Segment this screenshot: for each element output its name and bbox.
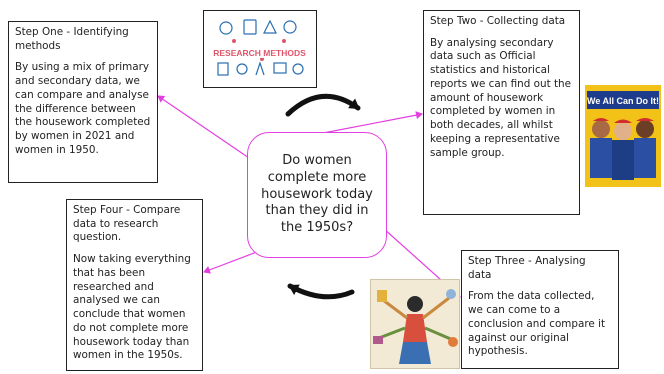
we-can-do-it-poster: We All Can Do It! (585, 85, 661, 187)
step-one-body: By using a mix of primary and secondary … (15, 61, 151, 156)
poster-label: We All Can Do It! (587, 96, 659, 106)
step-three-body: From the data collected, we can come to … (468, 290, 606, 358)
research-methods-image: RESEARCH METHODS (203, 10, 317, 88)
step-two-body: By analysing secondary data such as Offi… (430, 36, 572, 159)
step-four-title: Step Four - Compare data to research que… (73, 204, 181, 244)
step-one-title: Step One - Identifying methods (15, 26, 129, 52)
connector-step-one (157, 95, 253, 161)
connector-step-two (317, 111, 423, 135)
housework-illustration (370, 279, 460, 369)
research-methods-label: RESEARCH METHODS (213, 48, 306, 58)
central-question-text: Do women complete more housework today t… (261, 153, 373, 235)
step-three-box: Step Three - Analysing data From the dat… (461, 250, 619, 369)
step-three-title: Step Three - Analysing data (468, 255, 586, 281)
step-one-box: Step One - Identifying methods By using … (8, 21, 158, 183)
central-question-box: Do women complete more housework today t… (247, 132, 387, 258)
step-two-title: Step Two - Collecting data (430, 15, 566, 27)
step-four-box: Step Four - Compare data to research que… (66, 199, 203, 371)
step-two-box: Step Two - Collecting data By analysing … (423, 10, 580, 215)
step-four-body: Now taking everything that has been rese… (73, 253, 191, 362)
cycle-arrow-top (285, 93, 361, 117)
connector-step-four (203, 249, 263, 274)
cycle-arrow-bottom (287, 283, 355, 300)
